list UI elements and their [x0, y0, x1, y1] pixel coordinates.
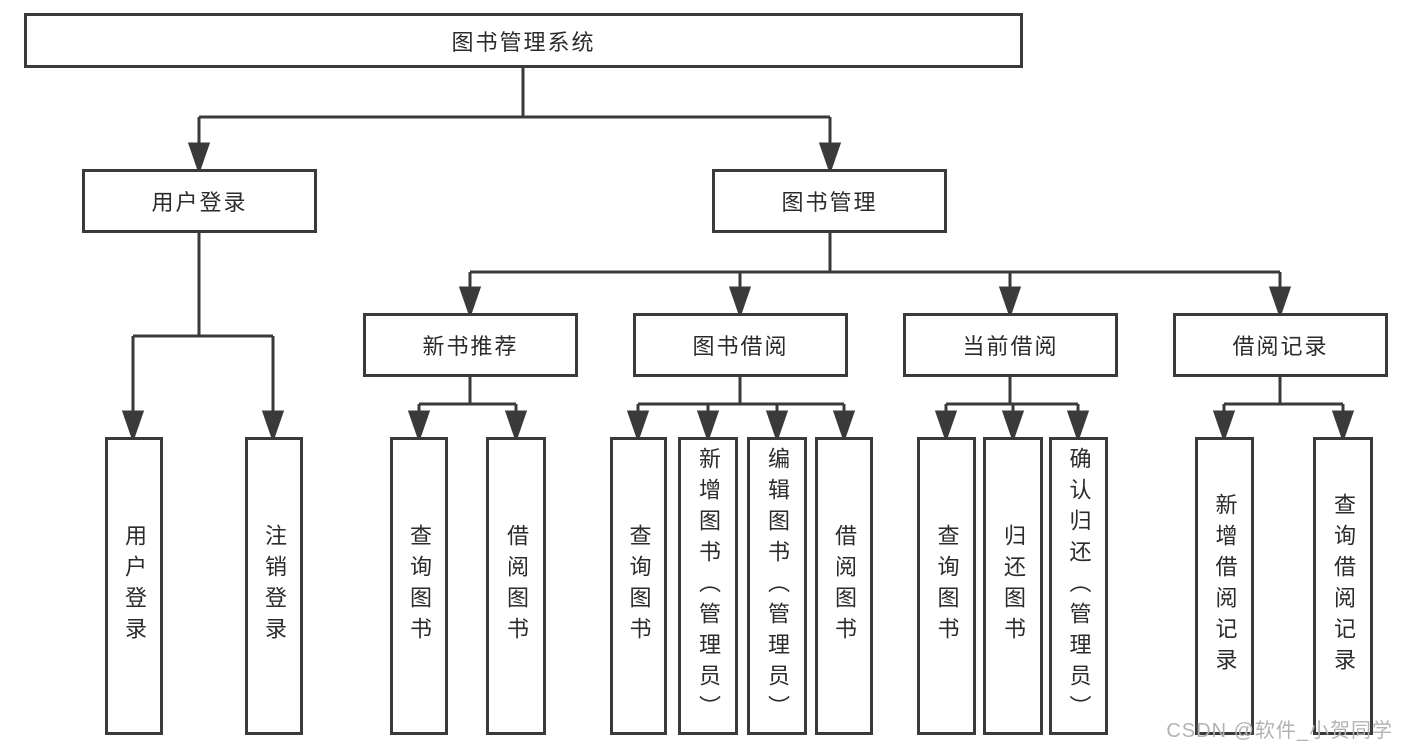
node-book-borrow: 图书借阅: [633, 313, 848, 377]
node-new-book-recommend: 新书推荐: [363, 313, 578, 377]
leaf-label: 新增图书（管理员）: [696, 446, 721, 726]
leaf-edit-books-admin: 编辑图书（管理员）: [747, 437, 807, 735]
leaf-label: 新增借阅记录: [1212, 493, 1238, 679]
leaf-query-books-borrow: 查询图书: [610, 437, 667, 735]
leaf-borrow-books-recommend: 借阅图书: [486, 437, 546, 735]
leaf-query-borrow-record: 查询借阅记录: [1313, 437, 1373, 735]
connector-book-borrow-to-leaves: [626, 377, 856, 443]
leaf-label: 注销登录: [262, 524, 287, 648]
connector-root-to-level2: [187, 67, 842, 175]
leaf-return-books: 归还图书: [983, 437, 1043, 735]
node-borrow-records: 借阅记录: [1173, 313, 1388, 377]
leaf-label: 归还图书: [1001, 524, 1026, 648]
leaf-user-login: 用户登录: [105, 437, 163, 735]
leaf-label: 借阅图书: [504, 524, 529, 648]
leaf-add-books-admin: 新增图书（管理员）: [678, 437, 738, 735]
leaf-logout: 注销登录: [245, 437, 303, 735]
leaf-label: 借阅图书: [832, 524, 857, 648]
csdn-watermark: CSDN @软件_小贺同学: [1166, 720, 1393, 742]
node-label: 用户登录: [151, 190, 248, 215]
node-user-login: 用户登录: [82, 169, 317, 233]
leaf-borrow-books: 借阅图书: [815, 437, 873, 735]
leaf-query-books-recommend: 查询图书: [390, 437, 448, 735]
leaf-label: 用户登录: [122, 524, 147, 648]
connector-borrow-records-to-leaves: [1212, 377, 1355, 443]
node-label: 新书推荐: [422, 334, 519, 359]
leaf-add-borrow-record: 新增借阅记录: [1195, 437, 1254, 735]
leaf-label: 查询借阅记录: [1331, 493, 1356, 679]
leaf-label: 查询图书: [934, 524, 960, 648]
leaf-label: 编辑图书（管理员）: [765, 446, 790, 726]
connector-user-login-to-leaves: [121, 233, 285, 443]
node-library-management-system: 图书管理系统: [24, 13, 1023, 68]
connector-current-borrow-to-leaves: [934, 377, 1090, 443]
node-label: 图书管理系统: [451, 29, 596, 55]
node-label: 借阅记录: [1232, 334, 1329, 359]
node-label: 图书借阅: [692, 334, 789, 359]
connector-book-management-to-level3: [458, 233, 1292, 319]
leaf-confirm-return-admin: 确认归还（管理员）: [1049, 437, 1108, 735]
node-label: 图书管理: [781, 190, 878, 215]
node-book-management: 图书管理: [712, 169, 947, 233]
connector-new-book-recommend-to-leaves: [407, 377, 528, 443]
node-label: 当前借阅: [962, 334, 1059, 359]
leaf-query-books-current: 查询图书: [917, 437, 976, 735]
node-current-borrow: 当前借阅: [903, 313, 1118, 377]
leaf-label: 查询图书: [626, 524, 652, 648]
leaf-label: 查询图书: [407, 524, 432, 648]
leaf-label: 确认归还（管理员）: [1066, 446, 1092, 726]
